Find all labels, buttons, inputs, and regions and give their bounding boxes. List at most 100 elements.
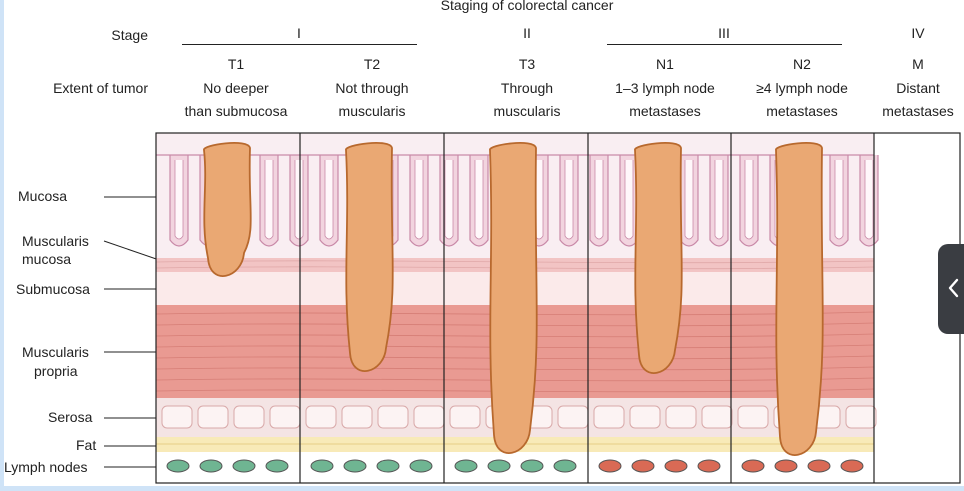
lymph-node	[376, 459, 400, 473]
side-panel-toggle-button[interactable]	[938, 244, 964, 334]
serosa-cell	[845, 405, 877, 429]
col-extent-t3-line1: Through	[500, 80, 554, 96]
crypt-lumen	[864, 160, 874, 240]
layer-label-mucosa: Mucosa	[18, 188, 68, 204]
tumor-t2	[345, 142, 394, 372]
stage-I-bracket	[182, 44, 417, 45]
lymph-node	[553, 459, 577, 473]
serosa-cell	[557, 405, 589, 429]
window-frame-left	[0, 0, 4, 491]
stage-III-label: III	[718, 25, 730, 41]
tumors	[203, 142, 824, 456]
serosa-cell	[305, 405, 337, 429]
crypt-lumen	[444, 160, 454, 240]
crypt-lumen	[174, 160, 184, 240]
col-extent-m-line2: metastases	[882, 103, 954, 119]
col-code-t1: T1	[227, 56, 245, 72]
lymph-node	[774, 459, 798, 473]
col-code-m: M	[912, 56, 924, 72]
col-extent-t1-line2: than submucosa	[184, 103, 288, 119]
lymph-node	[166, 459, 190, 473]
stage-III-bracket	[607, 44, 842, 45]
col-code-t3: T3	[518, 56, 536, 72]
stage-I-label: I	[297, 25, 301, 41]
col-extent-t1-line1: No deeper	[203, 80, 269, 96]
col-code-n1: N1	[656, 56, 674, 72]
lymph-node	[265, 459, 289, 473]
muscle-fibre-line	[155, 377, 875, 382]
serosa-cell	[161, 405, 193, 429]
muscle-fibre-line	[155, 388, 875, 393]
lymph-node	[199, 459, 223, 473]
muscle-fibre-line	[155, 355, 875, 360]
col-extent-n1-line1: 1–3 lymph node	[615, 80, 715, 96]
tumor-n2	[775, 142, 824, 456]
layer-label-muscularis-propria-2: propria	[34, 363, 78, 379]
col-extent-t2-line1: Not through	[335, 80, 409, 96]
serosa-cell	[377, 405, 409, 429]
serosa-cell	[197, 405, 229, 429]
col-extent-t2-line2: muscularis	[338, 103, 406, 119]
tumor-t1	[203, 142, 252, 277]
tumor-t3	[489, 142, 538, 454]
crypt-lumen	[684, 160, 694, 240]
crypt-lumen	[714, 160, 724, 240]
lymph-node	[343, 459, 367, 473]
leader-lines	[103, 196, 166, 468]
col-extent-t3-line2: muscularis	[493, 103, 561, 119]
stage-IV-label: IV	[911, 25, 925, 41]
crypt-lumen	[624, 160, 634, 240]
serosa-cell	[629, 405, 661, 429]
col-extent-m-line1: Distant	[896, 80, 940, 96]
stage-II-label: II	[523, 25, 531, 41]
layer-label-muscularis-mucosa-2: mucosa	[22, 251, 72, 267]
col-extent-n1-line2: metastases	[629, 103, 701, 119]
lymph-node	[697, 459, 721, 473]
leader-line	[103, 240, 166, 263]
layer-label-muscularis-mucosa-1: Muscularis	[22, 233, 89, 249]
lymph-node	[409, 459, 433, 473]
crypt-lumen	[834, 160, 844, 240]
col-extent-n2-line2: metastases	[766, 103, 838, 119]
col-code-t2: T2	[363, 56, 381, 72]
serosa-cell	[341, 405, 373, 429]
layer-label-muscularis-propria-1: Muscularis	[22, 344, 89, 360]
lymph-node-band	[156, 452, 874, 483]
serosa-cell	[737, 405, 769, 429]
crypt-lumen	[414, 160, 424, 240]
extent-row-label: Extent of tumor	[53, 80, 148, 96]
lymph-node	[520, 459, 544, 473]
lymph-node	[840, 459, 864, 473]
layer-label-submucosa: Submucosa	[16, 281, 90, 297]
serosa-cell	[269, 405, 301, 429]
lymph-node	[232, 459, 256, 473]
layer-label-serosa: Serosa	[48, 409, 93, 425]
chevron-left-icon	[948, 278, 959, 298]
col-code-n2: N2	[793, 56, 811, 72]
serosa-cell	[665, 405, 697, 429]
crypt-lumen	[474, 160, 484, 240]
col-extent-n2-line1: ≥4 lymph node	[756, 80, 848, 96]
diagram-title: Staging of colorectal cancer	[440, 0, 614, 13]
crypt-lumen	[594, 160, 604, 240]
column-borders	[155, 132, 961, 484]
crypt-lumen	[294, 160, 304, 240]
lymph-node	[631, 459, 655, 473]
serosa-cell	[701, 405, 733, 429]
crypt-lumen	[564, 160, 574, 240]
serosa-cell	[233, 405, 265, 429]
lymph-node	[664, 459, 688, 473]
tumor-n1	[634, 142, 683, 374]
window-frame-bottom	[0, 486, 964, 491]
layer-label-lymph-nodes: Lymph nodes	[4, 459, 88, 475]
lymph-node	[807, 459, 831, 473]
muscle-fibre-line	[155, 366, 875, 371]
lymph-node	[310, 459, 334, 473]
lymph-node	[454, 459, 478, 473]
crypt-lumen	[744, 160, 754, 240]
serosa-cell	[413, 405, 445, 429]
stage-row-label: Stage	[111, 27, 148, 43]
lymph-nodes	[166, 459, 864, 473]
crypt-lumen	[264, 160, 274, 240]
